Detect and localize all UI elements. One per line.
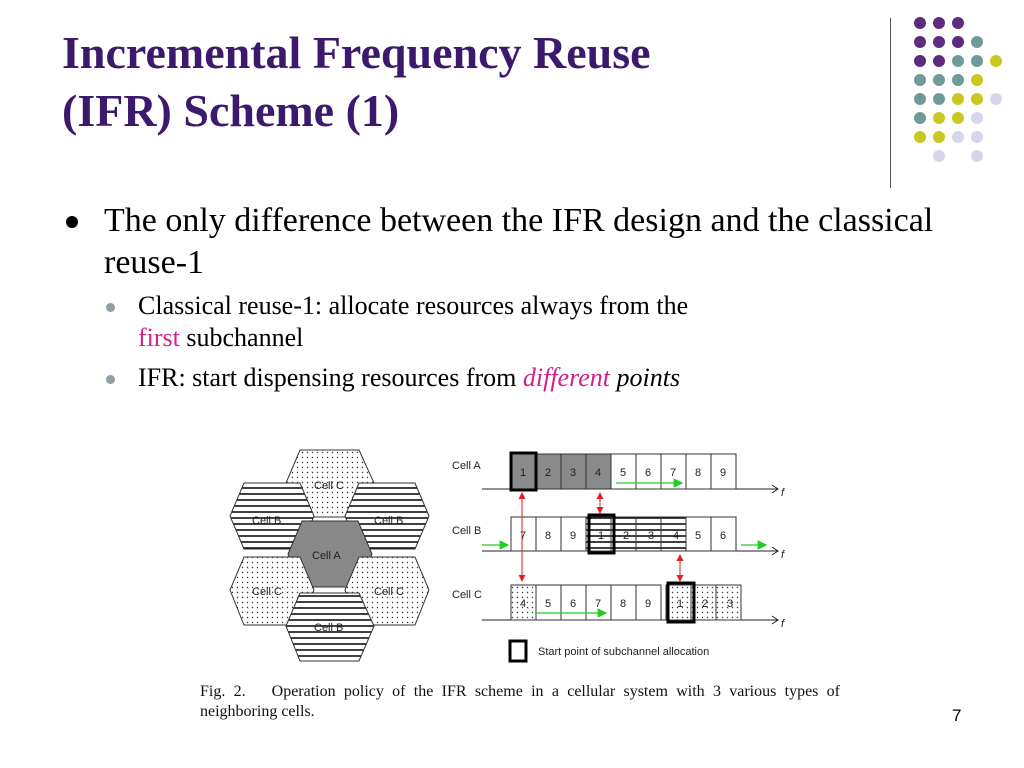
row-label-cell-a: Cell A (452, 460, 481, 472)
caption-text: Operation policy of the IFR scheme in a … (200, 683, 841, 720)
subchannel-label: 8 (695, 467, 701, 479)
subchannel (560, 584, 587, 621)
subchannel-label: 6 (720, 530, 726, 542)
axis-arrow-b (771, 546, 779, 556)
axis-label-b: f (781, 549, 785, 561)
subchannel-label: 7 (670, 467, 676, 479)
hex-label-center: Cell A (312, 550, 341, 562)
subchannel-label: 3 (727, 598, 733, 610)
legend-text: Start point of subchannel allocation (538, 646, 709, 658)
subchannel-label: 6 (570, 598, 576, 610)
subchannel-label: 5 (695, 530, 701, 542)
legend-start-point-icon (508, 639, 528, 663)
start-point-marker-c (666, 581, 696, 624)
subchannel-label: 4 (520, 598, 526, 610)
hex-label-lower-left: Cell C (252, 586, 282, 598)
hex-upper-right (344, 482, 430, 550)
sub-bullet-1-rest: subchannel (179, 323, 304, 352)
subchannel-label: 2 (702, 598, 708, 610)
subchannel (710, 516, 737, 552)
start-point-marker-b (587, 513, 616, 555)
caption-fig-label: Fig. 2. (200, 683, 246, 700)
bullet-1: The only difference between the IFR desi… (66, 200, 966, 284)
subchannel-label: 1 (598, 530, 604, 542)
decorative-dot-grid (914, 17, 1002, 162)
start-point-marker-a (509, 451, 538, 492)
subchannel-label: 5 (620, 467, 626, 479)
title-divider-line (890, 18, 891, 188)
subchannel-label: 5 (545, 598, 551, 610)
page-number: 7 (952, 706, 962, 725)
subchannel-label: 3 (648, 530, 654, 542)
bullet-dot-icon (66, 216, 78, 228)
bullet-list: The only difference between the IFR desi… (66, 200, 966, 394)
subchannel-label: 9 (570, 530, 576, 542)
row-cell-c: Cell C f 4 5 6 7 8 9 1 2 3 (452, 581, 785, 630)
axis-label-c: f (781, 618, 785, 630)
subchannel-label: 7 (595, 598, 601, 610)
subchannel-label: 9 (645, 598, 651, 610)
hex-label-upper-right: Cell B (374, 515, 403, 527)
subchannel-label: 8 (620, 598, 626, 610)
subchannel-label: 1 (677, 598, 683, 610)
hex-bottom (285, 592, 375, 662)
sub-bullet-2-text: IFR: start dispensing resources from (138, 363, 523, 392)
subchannel-label: 8 (545, 530, 551, 542)
sub-bullet-2: IFR: start dispensing resources from dif… (66, 362, 966, 394)
subchannel-label: 3 (570, 467, 576, 479)
subchannel-label: 2 (545, 467, 551, 479)
row-label-cell-c: Cell C (452, 589, 482, 601)
hex-label-upper-left: Cell B (252, 515, 281, 527)
axis-arrow-a (771, 484, 779, 494)
subchannel (660, 516, 687, 552)
hex-label-lower-right: Cell C (374, 586, 404, 598)
subchannel-label: 4 (595, 467, 601, 479)
subchannel (710, 453, 737, 490)
slide-title: Incremental Frequency Reuse (IFR) Scheme… (62, 24, 862, 140)
subchannel (585, 453, 612, 490)
subchannel (715, 584, 742, 621)
subchannel (685, 453, 712, 490)
subchannel (560, 516, 587, 552)
subchannel (535, 584, 562, 621)
subchannel (535, 453, 562, 490)
hex-label-bottom: Cell B (314, 622, 343, 634)
dot-grid (914, 17, 1002, 162)
hex-cluster: Cell C Cell B Cell B Cell A Cell C Cell … (229, 449, 430, 662)
ifr-figure: Cell C Cell B Cell B Cell A Cell C Cell … (229, 449, 785, 663)
subchannel (510, 584, 537, 621)
subchannel (610, 584, 637, 621)
hex-label-top: Cell C (314, 480, 344, 492)
subchannel (635, 584, 662, 621)
subchannel-label: 1 (520, 467, 526, 479)
subchannel-label: 6 (645, 467, 651, 479)
axis-arrow-c (771, 615, 779, 625)
subchannel-label: 9 (720, 467, 726, 479)
sub-bullet-dot-icon (106, 375, 115, 384)
sub-bullet-1-text: Classical reuse-1: allocate resources al… (138, 291, 689, 320)
sub-bullet-1-highlight: first (138, 323, 180, 352)
figure-caption: Fig. 2.Operation policy of the IFR schem… (200, 682, 840, 722)
subchannel (665, 584, 692, 621)
bullet-1-text: The only difference between the IFR desi… (104, 202, 934, 281)
row-cell-a: Cell A f 1 2 3 4 5 6 7 8 9 (452, 451, 785, 499)
title-line-2: (IFR) Scheme (1) (62, 85, 400, 136)
subchannel-label: 4 (673, 530, 679, 542)
row-label-cell-b: Cell B (452, 525, 481, 537)
subchannel (635, 516, 662, 552)
subchannel-label: 2 (623, 530, 629, 542)
subchannel-label: 7 (520, 530, 526, 542)
sub-bullet-1: Classical reuse-1: allocate resources al… (66, 290, 966, 354)
sub-bullet-2-rest: points (610, 363, 681, 392)
sub-bullet-2-highlight: different (522, 363, 611, 392)
row-cell-b: Cell B f 7 8 9 1 2 3 4 5 6 (452, 513, 785, 561)
axis-label-a: f (781, 487, 785, 499)
subchannel (685, 516, 712, 552)
title-line-1: Incremental Frequency Reuse (62, 27, 651, 78)
sub-bullet-dot-icon (106, 303, 115, 312)
